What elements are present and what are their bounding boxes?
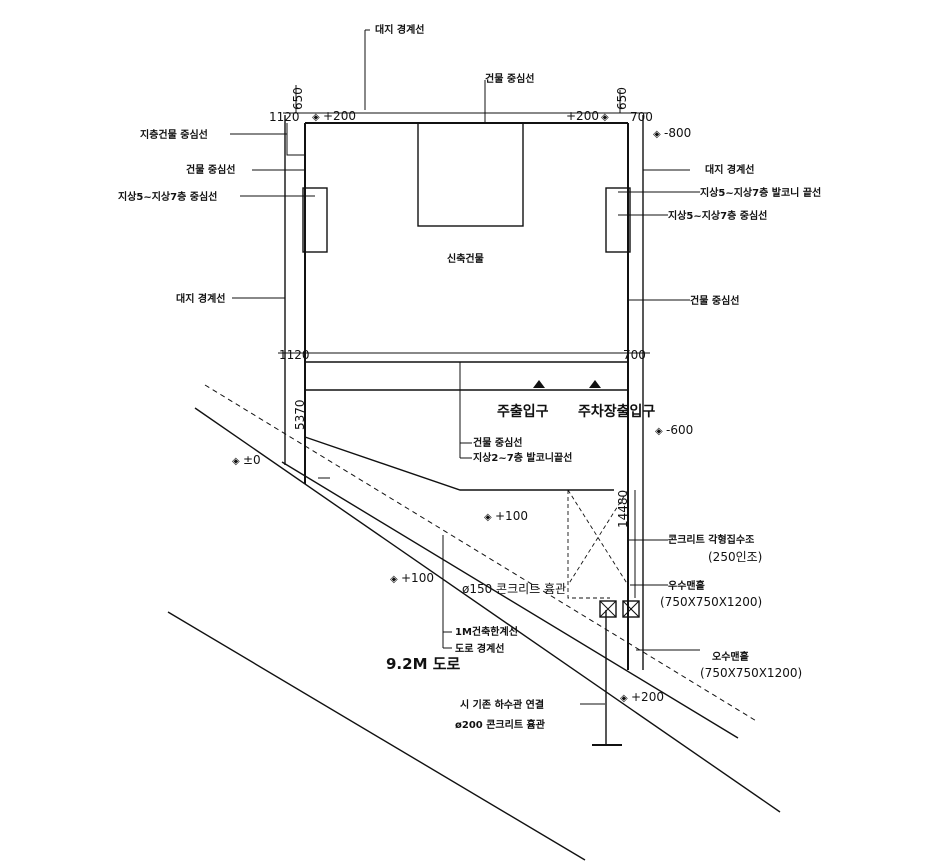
dim-1120-mid: 1120 — [279, 348, 310, 362]
basement-box — [286, 123, 305, 156]
svg-text:+200: +200 — [323, 109, 356, 123]
site-boundary-label-top: 대지 경계선 — [375, 23, 424, 36]
dimension-lines — [278, 85, 650, 598]
building-center-label-top: 건물 중심선 — [485, 72, 534, 85]
building-center-label-right: 건물 중심선 — [690, 294, 739, 307]
level-marker-plus100-b: ◈ +100 — [390, 571, 434, 585]
dim-650-right: 650 — [615, 87, 629, 110]
dim-5370: 5370 — [293, 399, 307, 430]
svg-text:◈: ◈ — [653, 129, 661, 140]
svg-text:◈: ◈ — [655, 426, 663, 437]
concrete-pipe-200-label: ø200 콘크리트 흄관 — [455, 718, 546, 731]
sewage-manhole-size-label: (750X750X1200) — [700, 666, 802, 680]
svg-text:±0: ±0 — [243, 453, 261, 467]
balcony-box-left — [302, 187, 328, 253]
level-marker-plus200-left: ◈ +200 — [312, 109, 356, 123]
floor5-7-center-label-right: 지상5~지상7층 중심선 — [668, 209, 767, 222]
dim-700-top: 700 — [630, 110, 653, 124]
svg-text:◈: ◈ — [601, 112, 609, 123]
concrete-pipe-150-label: ø150 콘크리트 흄관 — [462, 582, 566, 596]
level-marker-zero: ◈ ±0 — [232, 453, 261, 467]
basement-building-center-label: 지층건물 중심선 — [140, 128, 208, 141]
core-box — [417, 122, 524, 227]
road-boundary-label: 도로 경계선 — [455, 642, 504, 655]
level-marker-plus100-a: ◈ +100 — [484, 509, 528, 523]
dim-700-mid: 700 — [623, 348, 646, 362]
level-marker-minus600: ◈ -600 — [655, 423, 693, 437]
main-entrance-label: 주출입구 — [497, 403, 549, 420]
city-sewer-label: 시 기존 하수관 연결 — [460, 698, 544, 711]
floor5-7-center-label-left: 지상5~지상7층 중심선 — [118, 190, 217, 203]
svg-text:+200: +200 — [566, 109, 599, 123]
gutter-size-label: (250인조) — [708, 550, 762, 564]
building-center-label-mid: 건물 중심선 — [473, 436, 522, 449]
leader-lines — [230, 80, 700, 705]
svg-text:+100: +100 — [401, 571, 434, 585]
manhole-rain — [622, 600, 640, 618]
entrance-arrow-parking — [589, 380, 601, 388]
building-outline — [283, 29, 648, 670]
manhole-sewage — [599, 600, 617, 618]
road-lines — [167, 384, 781, 861]
balcony-2-7-label: 지상2~7층 발코니끝선 — [473, 451, 572, 464]
entrance-arrow-main — [533, 380, 545, 388]
svg-text:◈: ◈ — [312, 112, 320, 123]
dim-14480: 14480 — [616, 490, 630, 528]
road-label: 9.2M 도로 — [386, 655, 461, 673]
level-marker-minus800: ◈ -800 — [653, 126, 691, 140]
svg-text:◈: ◈ — [484, 512, 492, 523]
level-marker-plus200-right: +200 ◈ — [566, 109, 609, 123]
site-boundary-label-left: 대지 경계선 — [176, 292, 225, 305]
site-boundary-label-right: 대지 경계선 — [705, 163, 754, 176]
svg-text:◈: ◈ — [620, 693, 628, 704]
parking-entrance-label: 주차장출입구 — [578, 403, 655, 420]
balcony-box-right — [605, 187, 631, 253]
svg-text:◈: ◈ — [390, 574, 398, 585]
svg-text:-800: -800 — [664, 126, 691, 140]
svg-text:+100: +100 — [495, 509, 528, 523]
new-building-label: 신축건물 — [447, 252, 484, 265]
svg-text:-600: -600 — [666, 423, 693, 437]
setback-line-label: 1M건축한계선 — [455, 625, 518, 638]
rain-manhole-label: 우수맨홀 — [668, 579, 705, 592]
dim-650-left: 650 — [291, 87, 305, 110]
drainage — [567, 489, 629, 746]
floor5-7-balcony-label-right: 지상5~지상7층 발코니 끝선 — [700, 186, 821, 199]
level-marker-plus200-bottom: ◈ +200 — [620, 690, 664, 704]
svg-text:◈: ◈ — [232, 456, 240, 467]
rain-manhole-size-label: (750X750X1200) — [660, 595, 762, 609]
sewage-manhole-label: 오수맨홀 — [712, 650, 749, 663]
dim-1120-top: 1120 — [269, 110, 300, 124]
concrete-gutter-label: 콘크리트 각형집수조 — [668, 533, 754, 546]
svg-text:+200: +200 — [631, 690, 664, 704]
building-center-label-left: 건물 중심선 — [186, 163, 235, 176]
